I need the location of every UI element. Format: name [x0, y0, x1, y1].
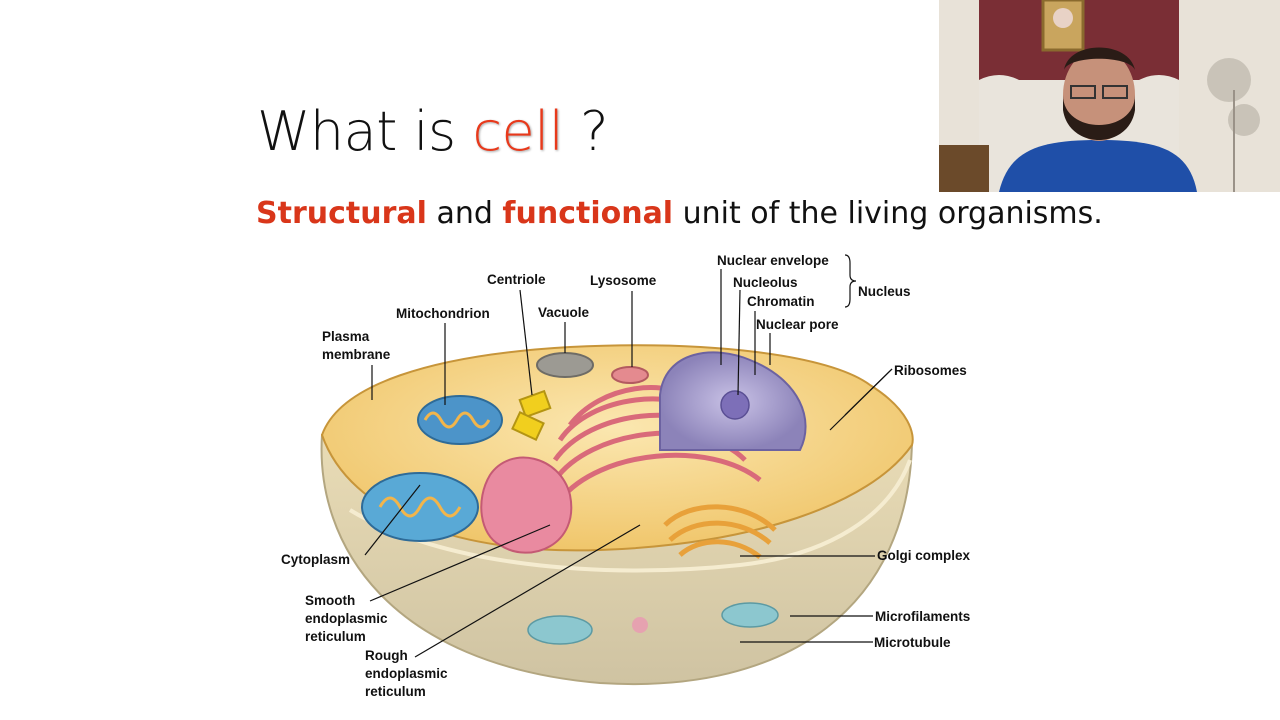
label-smooth-er-2: endoplasmic	[305, 611, 388, 626]
subtitle-rest: unit of the living organisms.	[673, 196, 1103, 231]
presenter-webcam	[939, 0, 1280, 192]
label-rough-er-2: endoplasmic	[365, 666, 448, 681]
nucleolus-shape	[720, 390, 750, 420]
label-smooth-er-1: Smooth	[305, 593, 356, 608]
slide-subtitle: Structural and functional unit of the li…	[256, 196, 1103, 231]
label-centriole: Centriole	[487, 272, 546, 287]
label-lysosome: Lysosome	[590, 273, 657, 288]
vacuole-shape	[536, 352, 594, 378]
label-chromatin: Chromatin	[747, 294, 815, 309]
label-vacuole: Vacuole	[538, 305, 590, 320]
golgi-shape	[663, 504, 777, 559]
lysosome-shape	[611, 366, 649, 384]
label-nucleus: Nucleus	[858, 284, 911, 299]
label-nucleolus: Nucleolus	[733, 275, 798, 290]
smooth-er	[480, 456, 573, 554]
label-microfilaments: Microfilaments	[875, 609, 971, 624]
label-plasma-membrane-2: membrane	[322, 347, 391, 362]
label-rough-er-3: reticulum	[365, 684, 426, 699]
cell-diagram	[320, 254, 914, 685]
label-mitochondrion: Mitochondrion	[396, 306, 490, 321]
label-nuclear-pore: Nuclear pore	[756, 317, 839, 332]
label-plasma-membrane-1: Plasma	[322, 329, 370, 344]
label-rough-er-1: Rough	[365, 648, 408, 663]
title-prefix: What is	[257, 100, 473, 163]
subtitle-functional: functional	[502, 196, 674, 231]
leader-lines	[364, 254, 893, 658]
centriole-shape	[518, 389, 552, 419]
presenter-video-icon	[939, 0, 1280, 192]
label-nuclear-envelope: Nuclear envelope	[717, 253, 829, 268]
label-microtubule: Microtubule	[874, 635, 951, 650]
mitochondrion-shape	[417, 395, 503, 445]
label-golgi: Golgi complex	[877, 548, 971, 563]
subtitle-structural: Structural	[256, 196, 427, 231]
label-cytoplasm: Cytoplasm	[281, 552, 351, 567]
title-accent: cell	[472, 100, 564, 163]
title-suffix: ?	[563, 100, 609, 163]
slide-title: What is cell ?	[257, 100, 609, 163]
label-ribosomes: Ribosomes	[894, 363, 967, 378]
subtitle-and: and	[426, 196, 503, 231]
label-smooth-er-3: reticulum	[305, 629, 366, 644]
